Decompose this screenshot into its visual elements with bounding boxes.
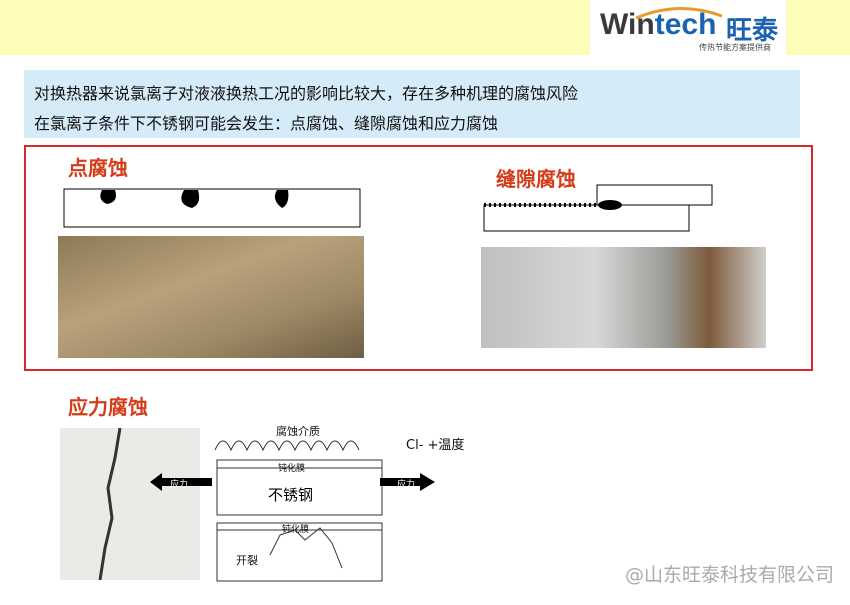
watermark: @山东旺泰科技有限公司 bbox=[624, 564, 834, 586]
intro-line-2: 在氯离子条件下不锈钢可能会发生：点腐蚀、缝隙腐蚀和应力腐蚀 bbox=[34, 114, 499, 133]
crevice-diagram bbox=[483, 184, 713, 232]
intro-box: 对换热器来说氯离子对液液换热工况的影响比较大，存在多种机理的腐蚀风险 在氯离子条… bbox=[24, 70, 800, 138]
crevice-photo bbox=[481, 247, 766, 348]
stress-crack-photo bbox=[60, 427, 200, 581]
company-logo: Wintech 旺泰 传热节能方案提供商 bbox=[594, 4, 784, 54]
stress-right-label: 应力 bbox=[397, 480, 416, 490]
logo-tagline: 传热节能方案提供商 bbox=[699, 43, 771, 52]
crack-label: 开裂 bbox=[236, 554, 258, 567]
stress-diagram bbox=[150, 440, 435, 582]
logo-suffix: tech bbox=[654, 8, 717, 41]
pitting-photo bbox=[58, 236, 364, 358]
logo-prefix: Win bbox=[600, 8, 655, 41]
crevice-title: 缝隙腐蚀 bbox=[496, 167, 576, 191]
intro-line-1: 对换热器来说氯离子对液液换热工况的影响比较大，存在多种机理的腐蚀风险 bbox=[34, 84, 579, 103]
corrosion-medium-label: 腐蚀介质 bbox=[276, 425, 320, 438]
header-band bbox=[0, 0, 590, 55]
pitting-crevice-frame bbox=[24, 145, 813, 371]
stress-title: 应力腐蚀 bbox=[68, 395, 148, 419]
stainless-steel-label: 不锈钢 bbox=[268, 486, 314, 504]
pitting-title: 点腐蚀 bbox=[68, 156, 128, 180]
stress-left-label: 应力 bbox=[170, 480, 189, 490]
logo-cn: 旺泰 bbox=[726, 16, 779, 46]
pitting-diagram: /*hatch*/ bbox=[63, 188, 361, 228]
header-band-right bbox=[786, 0, 850, 55]
passive-film-label-2: 钝化膜 bbox=[282, 525, 310, 535]
passive-film-label: 钝化膜 bbox=[278, 464, 306, 474]
condition-label: Cl- +温度 bbox=[406, 438, 465, 453]
